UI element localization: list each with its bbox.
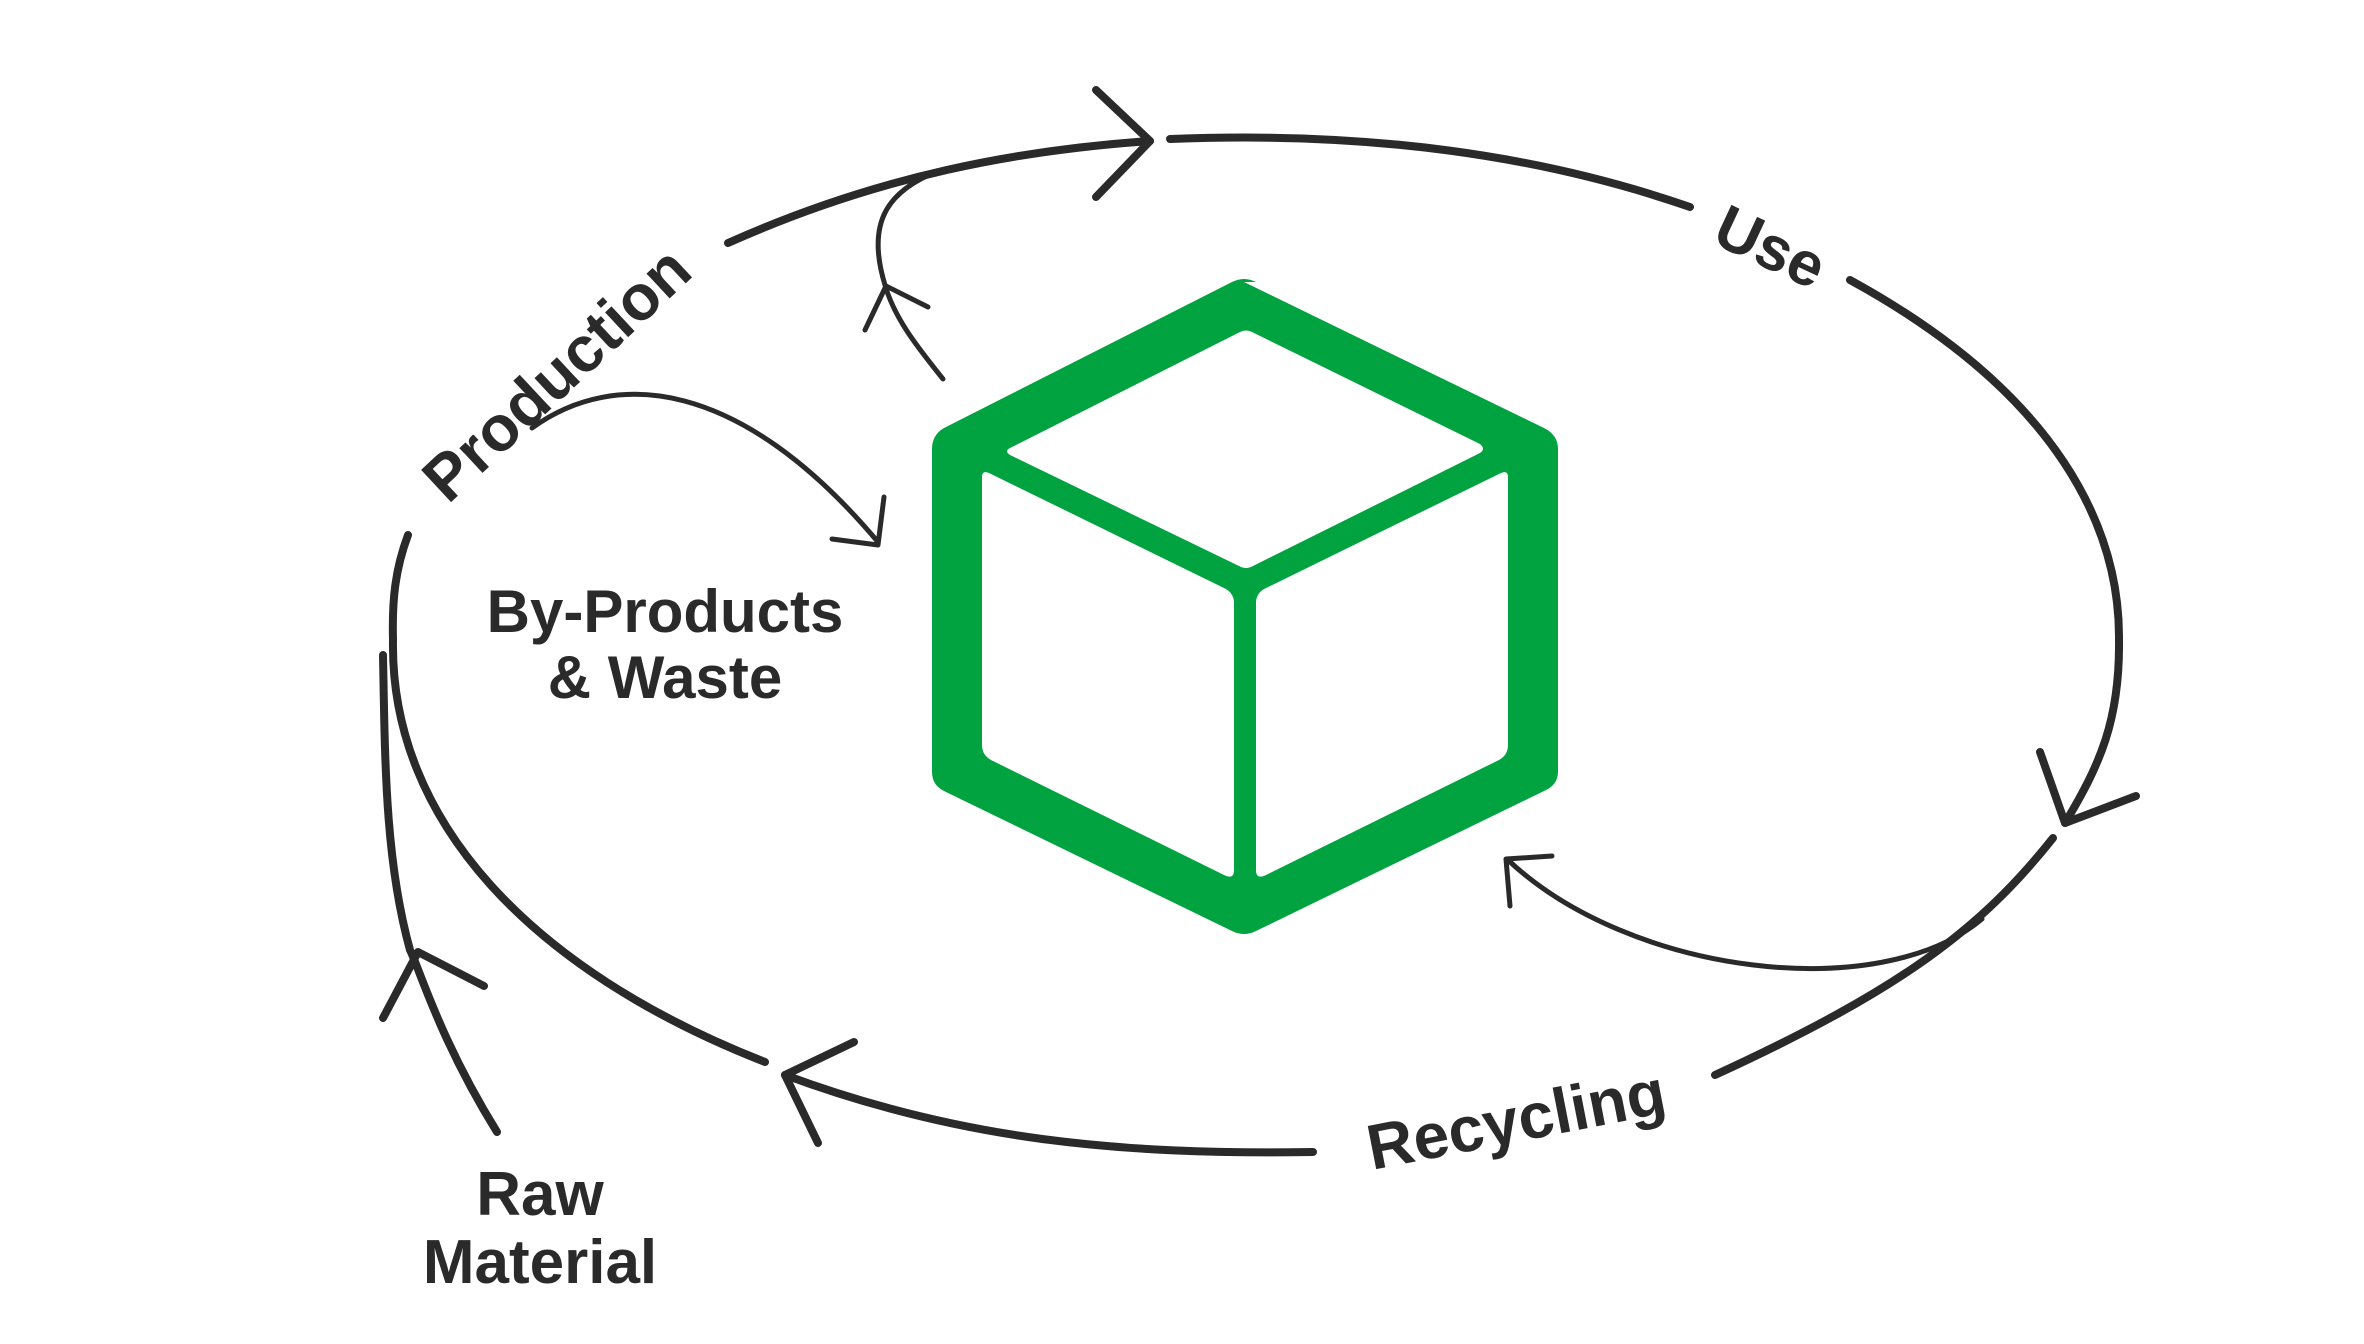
arc-bottom — [781, 1071, 1317, 1157]
label-byproducts-line2: & Waste — [548, 644, 783, 711]
arc-lower-left — [388, 531, 769, 1066]
arrowhead-production-to-use — [1092, 86, 1154, 201]
arc-top-right — [1166, 133, 1694, 211]
label-raw-material-line2: Material — [423, 1228, 657, 1297]
label-byproducts-line1: By-Products — [487, 578, 844, 645]
label-raw-material-line1: Raw — [476, 1160, 604, 1229]
arc-use-to-recycling — [1846, 276, 2124, 827]
arrowhead-recycling-return — [1503, 853, 1555, 909]
arc-recycling-return — [1505, 857, 1985, 971]
arc-byproducts — [529, 391, 881, 545]
label-recycling: Recycling — [1361, 1055, 1672, 1183]
arrowhead-use-to-recycling — [2036, 748, 2140, 827]
label-production: Production — [408, 232, 704, 515]
cube-left-face — [982, 472, 1234, 877]
label-use: Use — [1704, 192, 1836, 303]
arrowhead-bottom — [781, 1038, 858, 1147]
cube-right-face — [1256, 472, 1508, 877]
arrowhead-byproducts — [829, 494, 887, 548]
cube-icon — [932, 279, 1558, 934]
arc-inner-loop — [875, 168, 946, 382]
arc-production-to-use — [724, 137, 1154, 247]
arc-raw-material-inflow — [379, 651, 501, 1136]
cube-top-face — [1007, 330, 1483, 568]
arrowhead-inner-loop — [862, 283, 931, 333]
arrowhead-raw-material — [379, 948, 488, 1022]
arc-recycling-lower — [1711, 834, 2057, 1079]
